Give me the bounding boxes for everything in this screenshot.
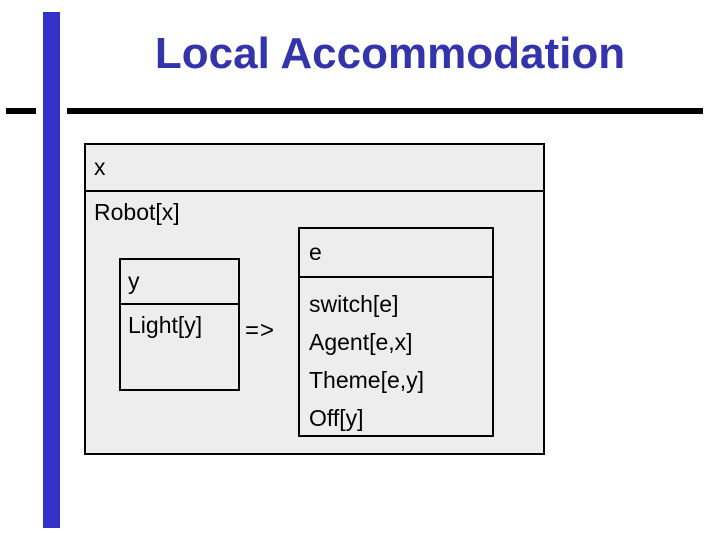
drs-antecedent-conditions: Light[y]: [121, 305, 238, 340]
drs-condition: Theme[e,y]: [309, 367, 425, 393]
drs-consequent-referents: e: [300, 229, 492, 278]
drs-referent-label: y: [128, 268, 140, 294]
drs-consequent-conditions: switch[e] Agent[e,x] Theme[e,y] Off[y]: [300, 278, 492, 437]
drs-antecedent-box: y Light[y]: [119, 258, 240, 391]
drs-outer-conditions: Robot[x]: [86, 192, 543, 227]
title-underline-dash: [6, 108, 36, 114]
drs-condition: switch[e]: [309, 291, 399, 317]
drs-antecedent-referents: y: [121, 260, 238, 305]
drs-referent-label: x: [94, 154, 106, 180]
title-underline: [67, 108, 703, 114]
slide-title: Local Accommodation: [154, 29, 626, 78]
drs-condition: Light[y]: [128, 312, 203, 338]
accent-bar: [43, 12, 60, 528]
drs-referent-label: e: [309, 239, 322, 265]
drs-condition: Robot[x]: [94, 199, 180, 225]
drs-outer-referents: x: [86, 145, 543, 192]
drs-consequent-box: e switch[e] Agent[e,x] Theme[e,y] Off[y]: [298, 227, 494, 437]
drs-condition: Off[y]: [309, 405, 364, 431]
implication-arrow: =>: [245, 317, 276, 344]
drs-condition: Agent[e,x]: [309, 329, 413, 355]
